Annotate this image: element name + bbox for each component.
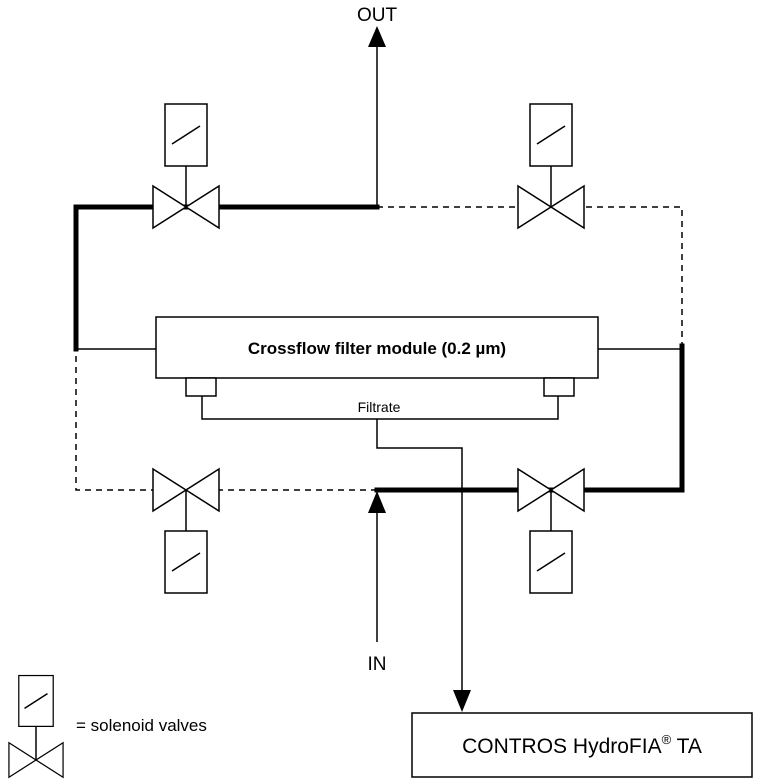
- filtrate-label: Filtrate: [358, 399, 401, 415]
- analyzer-box: CONTROS HydroFIA® TA: [411, 712, 753, 778]
- filtrate-port-right: [543, 377, 575, 397]
- analyzer-arrow-icon: [453, 690, 471, 712]
- top-right-bypass-path: [377, 206, 683, 346]
- top-left-flow-path: [73, 204, 380, 352]
- out-arrow-icon: [368, 26, 386, 47]
- analyzer-suffix: TA: [671, 735, 702, 758]
- outlet-line: [368, 26, 386, 207]
- out-label: OUT: [357, 5, 398, 26]
- bottom-right-flow-path: [374, 343, 685, 493]
- in-label: IN: [368, 654, 387, 675]
- registered-mark: ®: [662, 732, 672, 747]
- legend: = solenoid valves: [8, 674, 207, 779]
- filter-module-label: Crossflow filter module (0.2 µm): [248, 339, 506, 358]
- in-arrow-icon: [368, 491, 386, 513]
- filtrate-to-analyzer-line: [376, 419, 463, 690]
- solenoid-valve-top-right-icon: [517, 103, 585, 229]
- legend-valve-icon: [8, 674, 64, 779]
- inlet-line: [368, 491, 386, 642]
- legend-label: = solenoid valves: [76, 716, 207, 735]
- filtrate-collector-line: [201, 396, 559, 420]
- bottom-left-bypass-path: [75, 349, 377, 491]
- solenoid-valve-bottom-left-icon: [152, 468, 220, 594]
- analyzer-label: CONTROS HydroFIA® TA: [462, 732, 702, 758]
- crossflow-filter-module: Crossflow filter module (0.2 µm): [155, 316, 599, 397]
- filtrate-port-left: [185, 377, 217, 397]
- analyzer-name: CONTROS HydroFIA: [462, 735, 662, 758]
